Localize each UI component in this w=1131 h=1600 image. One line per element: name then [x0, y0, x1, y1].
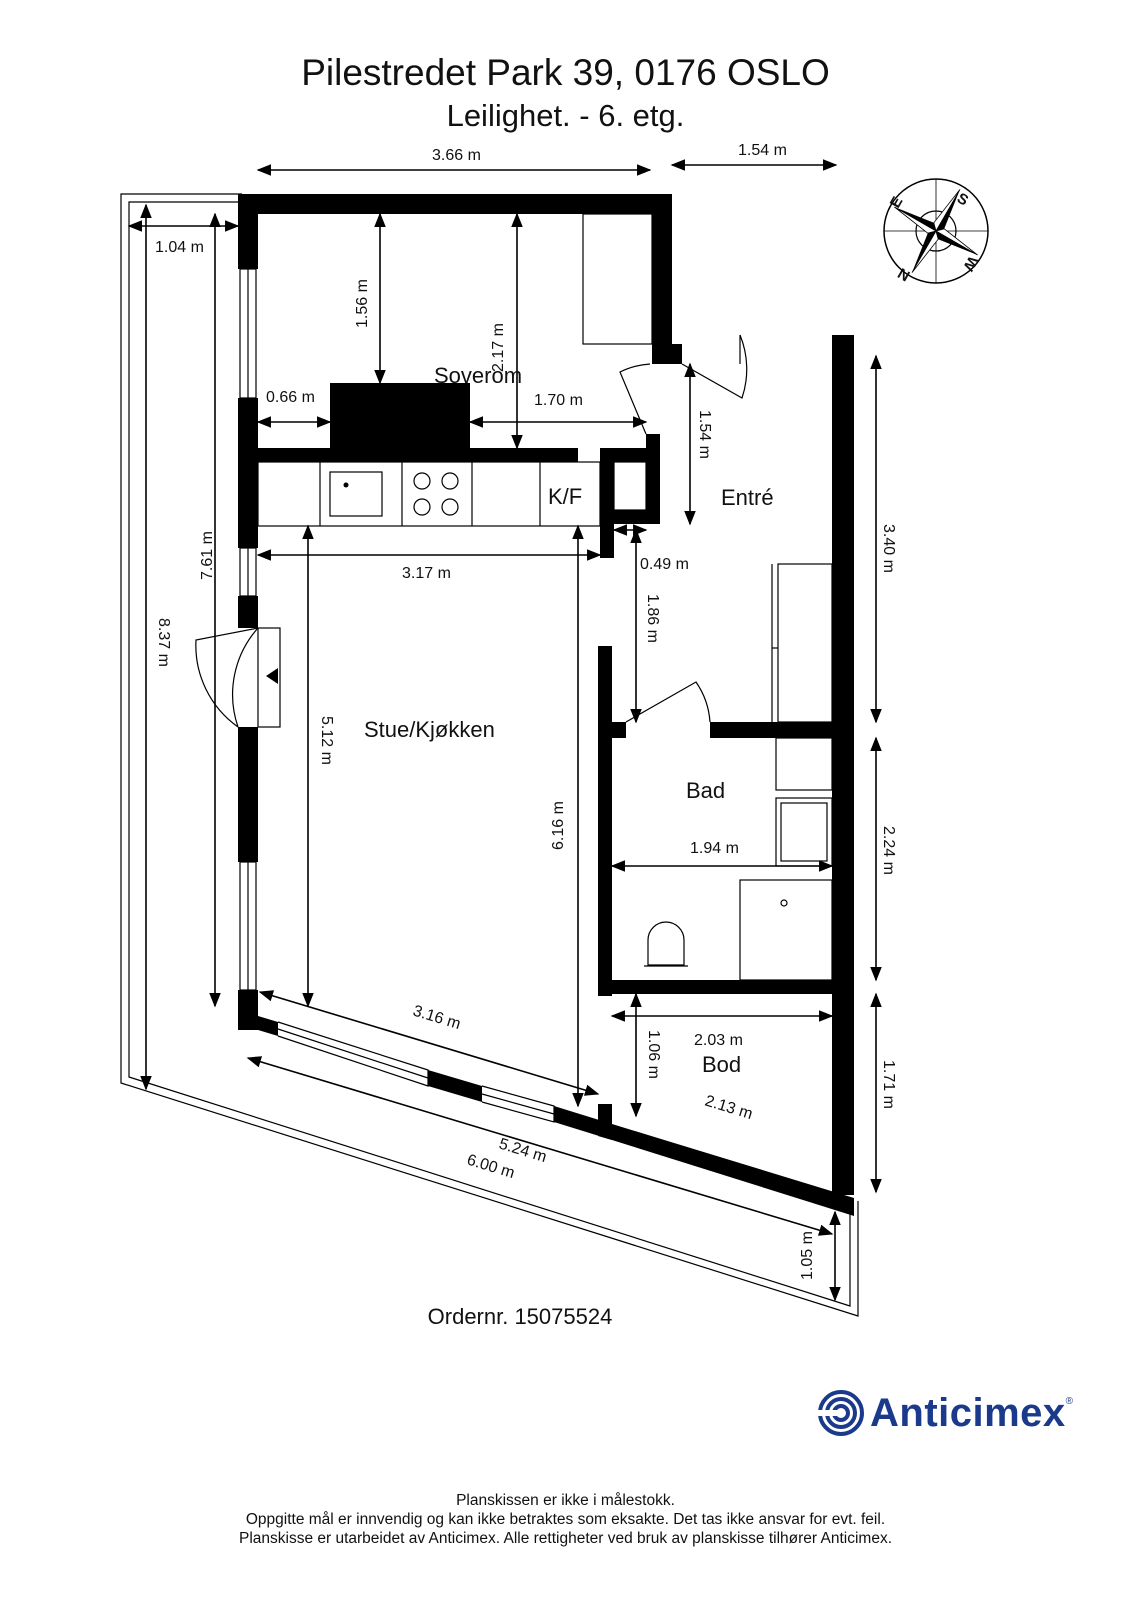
room-entre: Entré [721, 485, 774, 510]
dim-stue-616: 6.16 m [550, 801, 567, 850]
kitchen-counter [257, 461, 647, 527]
dim-sov-right: 1.70 m [534, 392, 583, 409]
dim-sov-left: 0.66 m [266, 389, 315, 406]
entry-closet [771, 563, 833, 723]
registered-mark: ® [1065, 1396, 1074, 1407]
footer-line-1: Planskissen er ikke i målestokk. [456, 1492, 675, 1509]
entry-doors [619, 334, 748, 723]
dim-top-width: 3.66 m [432, 147, 481, 164]
dim-right-171: 1.71 m [880, 1060, 897, 1109]
compass-letter-w: W [959, 253, 981, 274]
dim-hall-049: 0.49 m [640, 556, 689, 573]
dim-kitchen-width: 3.17 m [402, 565, 451, 582]
dim-balcony-top: 1.04 m [155, 239, 204, 256]
dim-stue-512: 5.12 m [318, 716, 335, 765]
wardrobe [582, 213, 653, 345]
plan-title: Pilestredet Park 39, 0176 OSLO [301, 52, 830, 93]
room-bod: Bod [702, 1052, 741, 1077]
dim-sov-height: 1.56 m [354, 279, 371, 328]
order-number: Ordernr. 15075524 [427, 1304, 613, 1329]
footer-line-2: Oppgitte mål er innvendig og kan ikke be… [245, 1511, 886, 1528]
dim-sov-height2: 2.17 m [490, 323, 507, 372]
dim-right-224: 2.24 m [880, 826, 897, 875]
room-labels: Soverom Entré Stue/Kjøkken Bad Bod K/F [364, 363, 774, 1077]
room-bad: Bad [686, 778, 725, 803]
brand-name: Anticimex [870, 1390, 1066, 1435]
room-stue-kjokken: Stue/Kjøkken [364, 717, 495, 742]
dim-entre-height: 1.54 m [696, 410, 713, 459]
dim-bottom-600: 6.00 m [465, 1152, 517, 1183]
compass-letter-s: S [954, 190, 971, 210]
footer-line-3: Planskisse er utarbeidet av Anticimex. A… [238, 1530, 892, 1547]
anticimex-logo: Anticimex ® [818, 1390, 1073, 1436]
dim-hall-186: 1.86 m [644, 594, 661, 643]
walls [238, 194, 854, 1216]
dim-top-right: 1.54 m [738, 142, 787, 159]
dim-right-340: 3.40 m [880, 524, 897, 573]
dimension-lines [127, 159, 882, 1302]
dim-bad-width: 1.94 m [690, 840, 739, 857]
bath-fixtures [644, 737, 833, 981]
room-kf: K/F [548, 484, 582, 509]
balcony-door[interactable] [195, 627, 281, 728]
dim-bod-106: 1.06 m [645, 1030, 662, 1079]
dim-bottom-316: 3.16 m [411, 1003, 463, 1034]
plan-subtitle: Leilighet. - 6. etg. [446, 98, 685, 133]
dim-left-761: 7.61 m [199, 531, 216, 580]
room-soverom: Soverom [434, 363, 522, 388]
dim-balcony-105: 1.05 m [799, 1231, 816, 1280]
compass-icon: E S N W [883, 178, 989, 284]
dim-left-837: 8.37 m [155, 618, 172, 667]
dim-bod-213: 2.13 m [703, 1093, 755, 1124]
dimension-labels: 3.66 m 1.54 m 1.04 m 1.56 m 2.17 m 0.66 … [155, 142, 897, 1280]
dim-bod-203: 2.03 m [694, 1032, 743, 1049]
anticimex-swirl-icon [818, 1390, 864, 1436]
